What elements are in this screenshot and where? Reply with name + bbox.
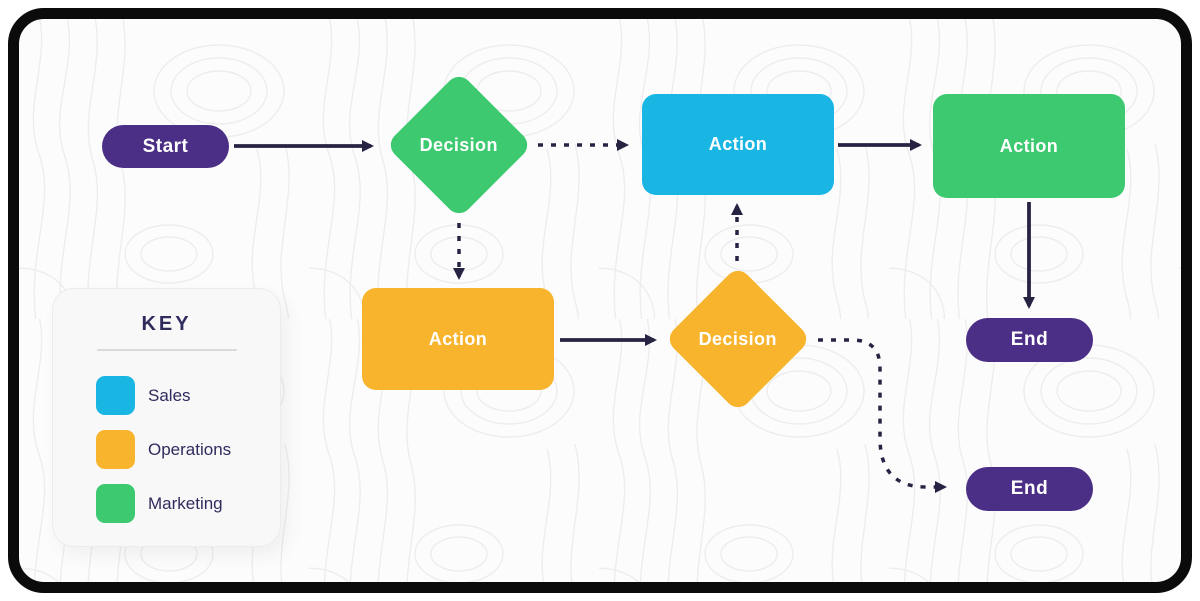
start-node: Start [102,125,229,168]
end-node-top: End [966,318,1093,362]
key-divider [96,349,237,351]
key-item-sales: Sales [96,376,280,415]
key-item-operations: Operations [96,430,280,469]
key-item-label: Operations [148,439,232,459]
key-title: KEY [141,313,192,335]
action-box-sales: Action [642,94,834,195]
sales-color-swatch [96,376,135,415]
end-node-bottom: End [966,467,1093,511]
key-card: KEY Sales Operations Marketing [52,288,281,547]
decision-label: Decision [698,328,778,349]
marketing-color-swatch [96,484,135,523]
operations-color-swatch [96,430,135,469]
key-item-marketing: Marketing [96,484,280,523]
action-box-marketing: Action [933,94,1125,198]
key-item-label: Marketing [148,493,223,513]
key-item-label: Sales [148,385,191,405]
action-box-operations: Action [362,288,554,390]
arrow-decision2-to-end-dashed [818,338,947,493]
decision-label: Decision [419,134,499,155]
key-items: Sales Operations Marketing [96,376,280,523]
